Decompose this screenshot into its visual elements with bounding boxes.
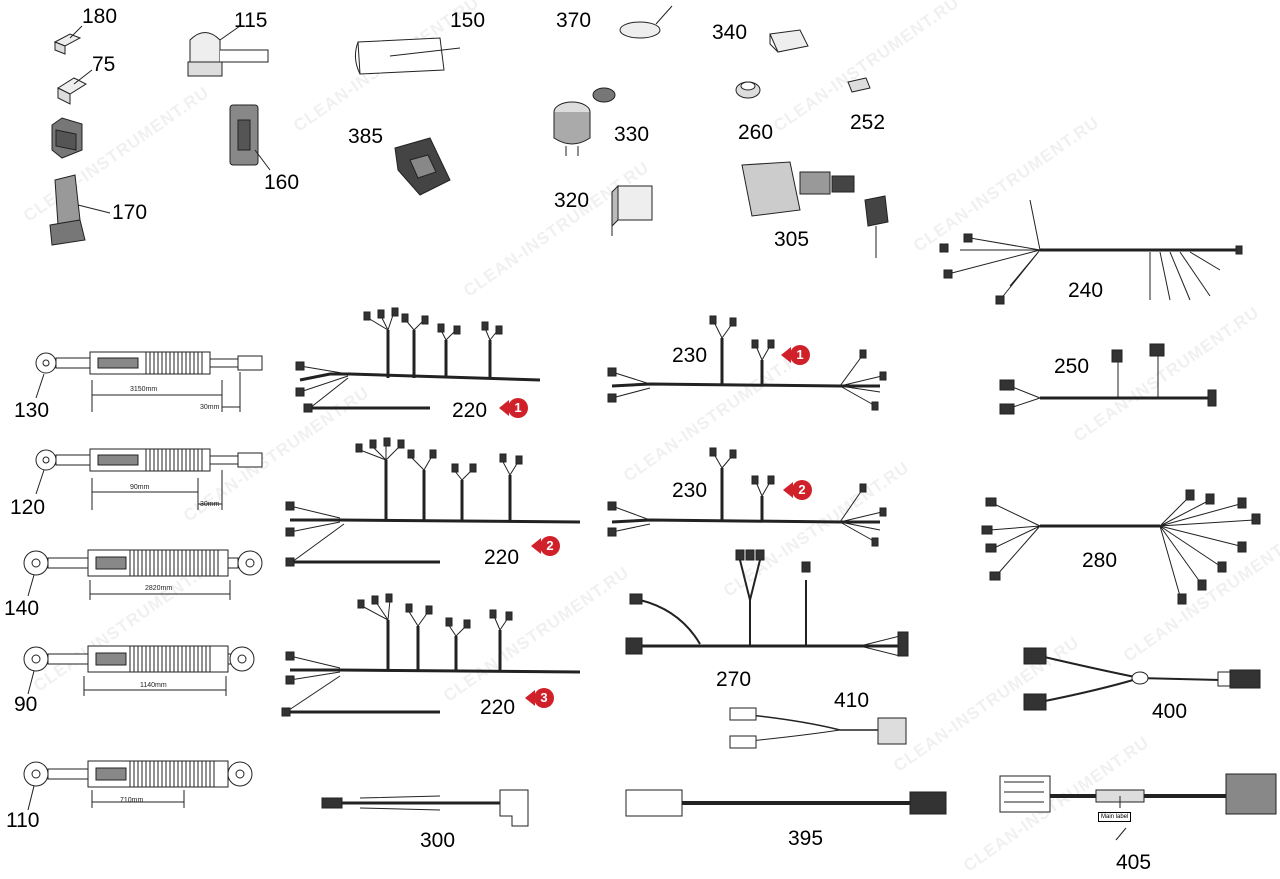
plug-340-icon bbox=[769, 29, 809, 53]
part-label-280: 280 bbox=[1082, 549, 1118, 572]
part-label-230-1: 230 bbox=[672, 344, 708, 367]
harness-405-icon bbox=[999, 773, 1277, 841]
part-label-240: 240 bbox=[1068, 279, 1104, 302]
part-label-170: 170 bbox=[112, 201, 148, 224]
part-label-90: 90 bbox=[14, 693, 38, 716]
main-label-tag: Main label bbox=[1098, 812, 1132, 822]
part-label-115: 115 bbox=[234, 9, 268, 32]
dimension-label: 30mm bbox=[200, 404, 220, 411]
harness-250-icon bbox=[999, 343, 1217, 415]
dimension-label: 3150mm bbox=[130, 386, 158, 393]
variant-badge-1: 1 bbox=[499, 398, 528, 418]
battery-cable-120-icon bbox=[35, 448, 263, 510]
part-label-230-2: 230 bbox=[672, 479, 708, 502]
part-label-300: 300 bbox=[420, 829, 456, 852]
harness-230-2-icon bbox=[607, 447, 887, 547]
part-label-160: 160 bbox=[264, 171, 300, 194]
part-label-340: 340 bbox=[712, 21, 748, 44]
connector-385-icon bbox=[394, 137, 451, 196]
harness-230-1-icon bbox=[607, 315, 887, 411]
part-label-395: 395 bbox=[788, 827, 824, 850]
part-label-110: 110 bbox=[6, 809, 40, 832]
part-label-330: 330 bbox=[614, 123, 650, 146]
dimension-label: 30mm bbox=[200, 501, 220, 508]
dimension-label: 90mm bbox=[130, 484, 150, 491]
terminal-cap-115-icon bbox=[187, 25, 269, 77]
harness-280-icon bbox=[981, 489, 1261, 605]
battery-cable-140-icon bbox=[23, 549, 263, 600]
fuse-clip-160-icon bbox=[229, 104, 271, 171]
harness-220-1-icon bbox=[295, 307, 541, 413]
part-label-260: 260 bbox=[738, 121, 774, 144]
fuse-holder-170-icon bbox=[49, 174, 111, 246]
harness-220-3-icon bbox=[281, 593, 581, 717]
relay-320-icon bbox=[611, 184, 653, 236]
part-label-405: 405 bbox=[1116, 851, 1152, 874]
part-label-252: 252 bbox=[850, 111, 886, 134]
part-label-220-3: 220 bbox=[480, 696, 516, 719]
dimension-label: 710mm bbox=[120, 797, 144, 804]
part-label-120: 120 bbox=[10, 496, 46, 519]
part-label-305: 305 bbox=[774, 228, 810, 251]
part-label-385: 385 bbox=[348, 125, 384, 148]
harness-300-icon bbox=[321, 789, 529, 827]
fuse-180-icon bbox=[53, 25, 83, 55]
part-label-250: 250 bbox=[1054, 355, 1090, 378]
fuse-holder-icon bbox=[51, 117, 83, 159]
harness-400-icon bbox=[1023, 647, 1261, 711]
part-label-130: 130 bbox=[14, 399, 50, 422]
part-label-320: 320 bbox=[554, 189, 590, 212]
harness-395-icon bbox=[625, 789, 947, 817]
ignition-switch-305-icon bbox=[741, 161, 889, 258]
harness-270-icon bbox=[625, 549, 909, 657]
variant-badge-2: 2 bbox=[531, 536, 560, 556]
harness-220-2-icon bbox=[285, 437, 581, 567]
part-label-410: 410 bbox=[834, 689, 870, 712]
cable-tie-370-icon bbox=[619, 5, 673, 39]
battery-cable-130-icon bbox=[35, 351, 263, 412]
cable-sleeve-150-icon bbox=[354, 37, 461, 75]
part-label-150: 150 bbox=[450, 9, 486, 32]
clip-252-icon bbox=[847, 77, 871, 93]
fuse-75-icon bbox=[56, 69, 93, 105]
switch-330-icon bbox=[553, 87, 616, 156]
variant-badge-1: 1 bbox=[781, 345, 810, 365]
part-label-220-1: 220 bbox=[452, 399, 488, 422]
battery-cable-90-icon bbox=[23, 645, 255, 696]
part-label-370: 370 bbox=[556, 9, 592, 32]
part-label-220-2: 220 bbox=[484, 546, 520, 569]
harness-410-icon bbox=[729, 707, 907, 749]
part-label-400: 400 bbox=[1152, 700, 1188, 723]
variant-badge-3: 3 bbox=[525, 688, 554, 708]
dimension-label: 2820mm bbox=[145, 585, 173, 592]
part-label-75: 75 bbox=[92, 53, 116, 76]
part-label-140: 140 bbox=[4, 597, 40, 620]
part-label-180: 180 bbox=[82, 5, 118, 28]
harness-240-icon bbox=[939, 199, 1243, 305]
variant-badge-2: 2 bbox=[783, 480, 812, 500]
dimension-label: 1140mm bbox=[140, 682, 167, 689]
part-label-270: 270 bbox=[716, 668, 752, 691]
grommet-260-icon bbox=[735, 81, 761, 99]
battery-cable-110-icon bbox=[23, 760, 253, 811]
